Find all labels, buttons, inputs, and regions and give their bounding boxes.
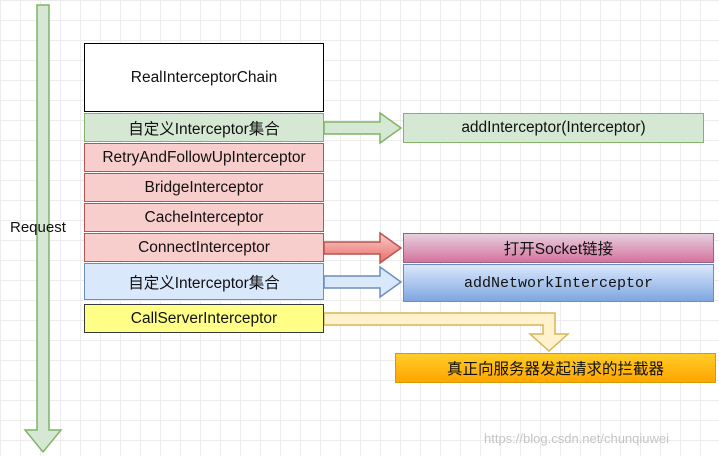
- open-socket-arrow: [323, 231, 403, 265]
- chain-item-cache: CacheInterceptor: [84, 203, 324, 232]
- chain-item-connect: ConnectInterceptor: [84, 233, 324, 262]
- watermark-text: https://blog.csdn.net/chunqiuwei: [484, 431, 670, 446]
- add-interceptor-box: addInterceptor(Interceptor): [403, 113, 704, 143]
- chain-item-custom-network-interceptors: 自定义Interceptor集合: [84, 263, 324, 300]
- call-server-arrow: [323, 312, 570, 353]
- add-network-interceptor-box: addNetworkInterceptor: [403, 264, 714, 302]
- real-request-box: 真正向服务器发起请求的拦截器: [395, 353, 716, 383]
- chain-item-bridge: BridgeInterceptor: [84, 173, 324, 202]
- request-label: Request: [10, 219, 66, 236]
- request-arrow: [23, 4, 63, 454]
- chain-title: RealInterceptorChain: [84, 43, 324, 112]
- chain-item-call-server: CallServerInterceptor: [84, 304, 324, 333]
- chain-item-custom-interceptors: 自定义Interceptor集合: [84, 113, 324, 142]
- add-network-interceptor-arrow: [323, 265, 403, 299]
- open-socket-box: 打开Socket链接: [403, 233, 714, 263]
- add-interceptor-arrow: [323, 111, 403, 145]
- chain-item-retry-and-follow-up: RetryAndFollowUpInterceptor: [84, 143, 324, 172]
